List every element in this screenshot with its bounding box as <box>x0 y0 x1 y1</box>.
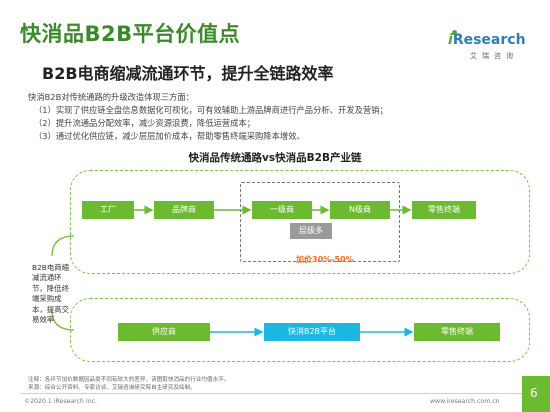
logo-cn-text: 艾瑞咨询 <box>470 52 518 60</box>
point-3: （3）通过优化供应链，减少层层加价成本，帮助零售终端采购降本增效。 <box>34 131 305 141</box>
intro-text: 快消B2B对传统通路的升级改造体现三方面： <box>28 92 195 102</box>
node-retail-top: 零售终端 <box>412 201 476 219</box>
side-note: B2B电商缩减流通环节，降低终端采购成本，提高交易效率 <box>32 263 70 325</box>
markup-label: 加价30%-50% <box>296 255 354 264</box>
traditional-chain-frame <box>70 170 530 274</box>
node-supplier: 供应商 <box>118 323 210 341</box>
point-1: （1）实现了供应链全盘信息数据化可视化，可有效辅助上游品牌商进行产品分析、开发及… <box>34 105 388 115</box>
node-tier1-dealer: 一级商 <box>252 201 312 219</box>
copyright-text: ©2020.1 iResearch Inc. <box>24 398 97 405</box>
logo-dot-icon <box>452 30 457 35</box>
diagram-title: 快消品传统通路vs快消品B2B产业链 <box>188 152 362 164</box>
node-b2b-platform: 快消B2B平台 <box>264 323 360 341</box>
website-text: www.iresearch.com.cn <box>430 398 500 405</box>
layers-badge: 层级多 <box>290 223 332 239</box>
node-retail-bottom: 零售终端 <box>414 323 500 341</box>
note-line-1: 注释：各环节加价数据因品类不同有较大的差异，该图取快消品的行业均值水平。 <box>28 377 230 383</box>
footer-divider <box>20 393 530 394</box>
page-title: 快消品B2B平台价值点 <box>20 22 241 46</box>
iresearch-logo: iResearch 艾瑞咨询 <box>448 30 538 64</box>
node-tierN-dealer: N级商 <box>330 201 390 219</box>
note-line-2: 来源：综合公开资料、专家访谈、艾瑞咨询研究院自主研究及绘制。 <box>28 385 196 391</box>
page-number: 6 <box>530 386 538 400</box>
page-subtitle: B2B电商缩减流通环节，提升全链路效率 <box>42 64 334 83</box>
point-2: （2）提升流通品分配效率，减少资源浪费，降低运营成本； <box>34 118 255 128</box>
logo-wordmark: iResearch <box>448 32 526 48</box>
bracket-top <box>51 235 75 257</box>
node-factory: 工厂 <box>82 201 134 219</box>
b2b-chain-frame <box>70 298 530 362</box>
node-brand: 品牌商 <box>154 201 214 219</box>
page-number-badge: 6 <box>522 376 550 412</box>
middleman-frame <box>240 182 400 262</box>
